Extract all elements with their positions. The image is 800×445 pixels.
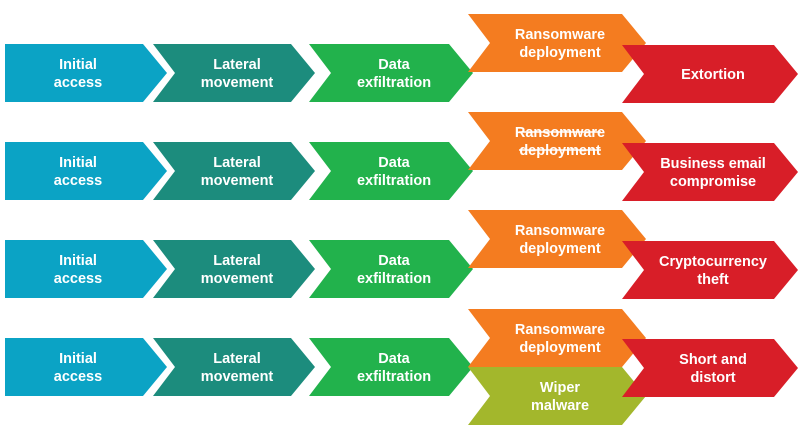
stage-initial-access-shape	[5, 142, 167, 200]
stage-initial-access-label-line: Initial	[59, 155, 97, 171]
stage-lateral-movement-shape	[153, 338, 315, 396]
outcome-cryptocurrency-theft-label-line: theft	[697, 272, 729, 288]
outcome-business-email-compromise-label-line: Business email	[660, 156, 766, 172]
stage-data-exfiltration-shape	[309, 142, 473, 200]
outcome-extortion-label-line: Extortion	[681, 67, 745, 83]
outcome-cryptocurrency-theft: Cryptocurrency theft	[622, 241, 798, 299]
stage-data-exfiltration-label-line: Data	[378, 155, 410, 171]
stage-data-exfiltration-label-line: Data	[378, 351, 410, 367]
payload-ransomware-deployment-label-line: deployment	[519, 340, 601, 356]
stage-data-exfiltration-label-line: Data	[378, 57, 410, 73]
outcome-business-email-compromise-shape	[622, 143, 798, 201]
stage-lateral-movement-label-line: movement	[201, 369, 274, 385]
stage-lateral-movement-shape	[153, 240, 315, 298]
stage-data-exfiltration-label-line: exfiltration	[357, 173, 431, 189]
stage-lateral-movement-label-line: Lateral	[213, 351, 261, 367]
payload-ransomware-deployment-label-line: Ransomware	[515, 27, 605, 43]
stage-data-exfiltration-label-line: exfiltration	[357, 271, 431, 287]
outcome-business-email-compromise: Business email compromise	[622, 143, 798, 201]
outcome-short-and-distort-shape	[622, 339, 798, 397]
payload-ransomware-deployment-label-line: Ransomware	[515, 125, 605, 141]
payload-ransomware-deployment: Ransomware deployment	[468, 112, 646, 170]
payload-ransomware-deployment-shape	[468, 112, 646, 170]
payload-wiper-malware-label-line: malware	[531, 398, 589, 414]
outcome-extortion: Extortion	[622, 45, 798, 103]
attack-chain-row: Initial access Lateral movement Data exfiltra…	[5, 112, 798, 201]
stage-lateral-movement: Lateral movement	[153, 240, 315, 298]
payload-ransomware-deployment-label-line: deployment	[519, 241, 601, 257]
payload-wiper-malware-shape	[468, 367, 646, 425]
payload-ransomware-deployment-shape	[468, 210, 646, 268]
stage-initial-access-label-line: Initial	[59, 253, 97, 269]
payload-ransomware-deployment-shape	[468, 14, 646, 72]
stage-data-exfiltration-label-line: exfiltration	[357, 369, 431, 385]
stage-initial-access-label-line: access	[54, 173, 102, 189]
stage-lateral-movement-label-line: movement	[201, 75, 274, 91]
outcome-extortion-shape	[622, 45, 798, 103]
stage-data-exfiltration: Data exfiltration	[309, 44, 473, 102]
stage-initial-access: Initial access	[5, 338, 167, 396]
payload-ransomware-deployment-label-line: Ransomware	[515, 322, 605, 338]
stage-data-exfiltration-label-line: Data	[378, 253, 410, 269]
stage-data-exfiltration: Data exfiltration	[309, 142, 473, 200]
attack-chain-row: Initial access Lateral movement Data exfiltra…	[5, 309, 798, 425]
attack-chain-row: Initial access Lateral movement Data exfiltra…	[5, 210, 798, 299]
outcome-business-email-compromise-label-line: compromise	[670, 174, 756, 190]
stage-lateral-movement-shape	[153, 44, 315, 102]
payload-ransomware-deployment: Ransomware deployment	[468, 14, 646, 72]
payload-ransomware-deployment-label-line: deployment	[519, 143, 601, 159]
stage-initial-access-shape	[5, 240, 167, 298]
outcome-short-and-distort: Short and distort	[622, 339, 798, 397]
stage-lateral-movement: Lateral movement	[153, 338, 315, 396]
stage-initial-access: Initial access	[5, 240, 167, 298]
outcome-cryptocurrency-theft-label-line: Cryptocurrency	[659, 254, 767, 270]
stage-initial-access-label-line: Initial	[59, 57, 97, 73]
payload-ransomware-deployment-label-line: deployment	[519, 45, 601, 61]
payload-ransomware-deployment-label-line: Ransomware	[515, 223, 605, 239]
stage-data-exfiltration: Data exfiltration	[309, 338, 473, 396]
stage-lateral-movement-label-line: movement	[201, 271, 274, 287]
stage-lateral-movement-label-line: Lateral	[213, 253, 261, 269]
stage-data-exfiltration: Data exfiltration	[309, 240, 473, 298]
stage-lateral-movement-label-line: Lateral	[213, 155, 261, 171]
stage-data-exfiltration-label-line: exfiltration	[357, 75, 431, 91]
payload-ransomware-deployment-shape	[468, 309, 646, 367]
stage-lateral-movement-label-line: Lateral	[213, 57, 261, 73]
payload-ransomware-deployment: Ransomware deployment	[468, 210, 646, 268]
stage-initial-access-label-line: access	[54, 369, 102, 385]
stage-data-exfiltration-shape	[309, 240, 473, 298]
stage-initial-access: Initial access	[5, 142, 167, 200]
stage-initial-access-shape	[5, 44, 167, 102]
stage-initial-access-label-line: access	[54, 271, 102, 287]
stage-data-exfiltration-shape	[309, 338, 473, 396]
outcome-cryptocurrency-theft-shape	[622, 241, 798, 299]
stage-initial-access-label-line: access	[54, 75, 102, 91]
attack-chain-row: Initial access Lateral movement Data exfiltra…	[5, 14, 798, 103]
outcome-short-and-distort-label-line: Short and	[679, 352, 747, 368]
stage-lateral-movement-label-line: movement	[201, 173, 274, 189]
stage-lateral-movement: Lateral movement	[153, 142, 315, 200]
stage-initial-access-label-line: Initial	[59, 351, 97, 367]
stage-initial-access-shape	[5, 338, 167, 396]
payload-wiper-malware: Wiper malware	[468, 367, 646, 425]
payload-wiper-malware-label-line: Wiper	[540, 380, 581, 396]
outcome-short-and-distort-label-line: distort	[690, 370, 735, 386]
stage-initial-access: Initial access	[5, 44, 167, 102]
stage-lateral-movement: Lateral movement	[153, 44, 315, 102]
stage-data-exfiltration-shape	[309, 44, 473, 102]
stage-lateral-movement-shape	[153, 142, 315, 200]
payload-ransomware-deployment: Ransomware deployment	[468, 309, 646, 367]
